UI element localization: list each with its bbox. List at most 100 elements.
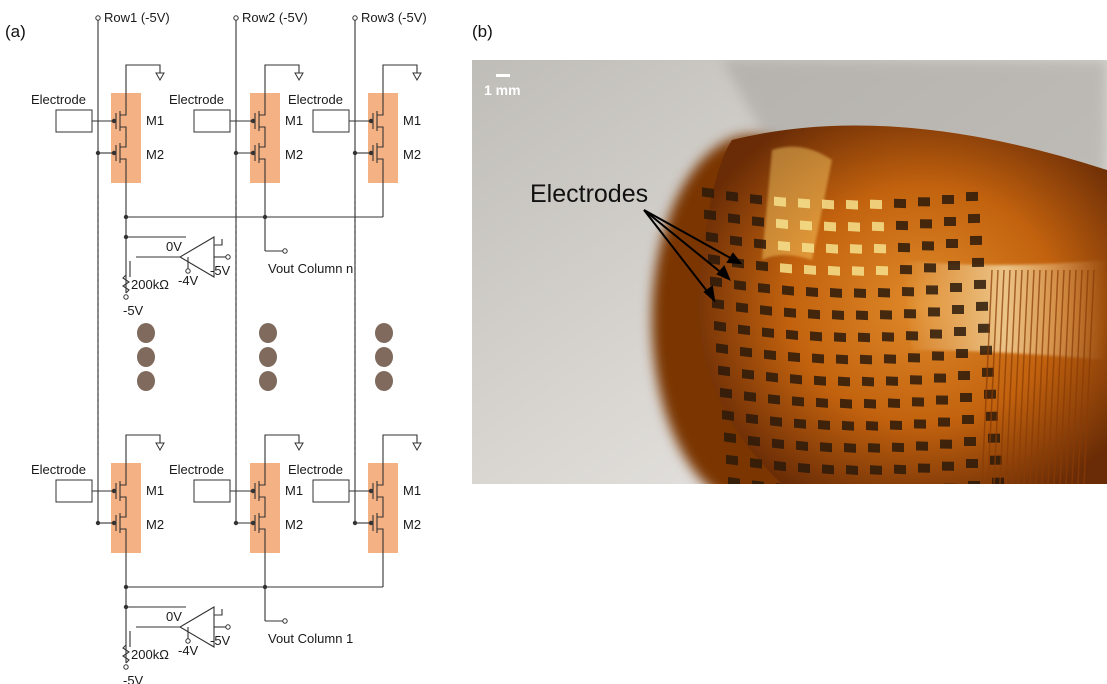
electrode-site	[868, 443, 880, 453]
wire	[122, 644, 130, 664]
continuation-dot	[375, 323, 393, 343]
electrode-site	[854, 288, 866, 299]
electrode-site	[850, 244, 862, 254]
annotation-arrows	[643, 209, 743, 303]
electrode-site	[800, 220, 812, 231]
ground-icon	[155, 72, 165, 82]
wire	[120, 528, 127, 557]
resistor-label: 200kΩ	[131, 647, 169, 662]
interconnect-trace	[1047, 269, 1059, 484]
junction-dot	[368, 118, 374, 124]
electrode-site	[898, 242, 910, 253]
interconnect-trace	[1023, 269, 1035, 484]
electrode-site	[966, 459, 978, 468]
electrode-site	[842, 420, 854, 431]
electrode-site	[916, 441, 928, 451]
terminal	[123, 664, 129, 670]
ground-icon	[294, 72, 304, 82]
electrode-site	[944, 217, 956, 226]
electrode-site	[752, 216, 764, 227]
electrode-pad	[55, 109, 93, 133]
electrode-site	[816, 397, 828, 408]
continuation-dot	[137, 323, 155, 343]
interconnect-trace	[1017, 269, 1029, 484]
electrode-site	[872, 221, 884, 232]
electrode-site	[952, 305, 964, 314]
electrode-site	[988, 433, 1000, 443]
electrode-site	[770, 416, 782, 427]
electrode-site	[918, 463, 930, 473]
amp-supply-label: -5V	[210, 633, 231, 648]
interconnect-trace	[1035, 269, 1047, 484]
interconnect-trace	[1005, 269, 1017, 484]
electrode-site	[704, 209, 716, 221]
electrode-site	[986, 411, 998, 421]
electrode-site	[930, 329, 942, 339]
continuation-dot	[259, 347, 277, 367]
electrode-site	[822, 199, 834, 210]
electrode-site	[950, 283, 962, 292]
source-supply-label: -5V	[123, 673, 144, 684]
electrode-site	[776, 218, 788, 229]
junction-dot	[111, 520, 117, 526]
electrode-array-photo: 1 mm	[472, 60, 1107, 484]
electrode-pad	[55, 479, 93, 503]
transistor-label-m1: M1	[146, 113, 164, 128]
electrode-site	[750, 458, 762, 469]
vout-label: Vout Column 1	[268, 631, 353, 646]
electrode-site	[912, 397, 924, 407]
electrode-site	[772, 438, 784, 449]
electrode-site	[906, 331, 918, 341]
electrode-site	[734, 280, 746, 291]
terminal	[282, 618, 288, 624]
ground-icon	[412, 72, 422, 82]
wire	[120, 511, 127, 518]
wire	[120, 496, 127, 511]
continuation-dot	[375, 371, 393, 391]
wire	[377, 141, 384, 148]
wire	[259, 141, 266, 148]
electrode-site	[910, 375, 922, 385]
electrode-site	[924, 263, 936, 273]
electrode-site	[852, 266, 864, 276]
junction-dot	[233, 150, 239, 156]
electrode-site	[750, 194, 762, 205]
interconnect-trace	[981, 269, 993, 484]
panel-label-b: (b)	[472, 22, 493, 41]
electrode-site	[810, 331, 822, 342]
wire	[259, 467, 266, 486]
electrode-site	[894, 198, 906, 209]
electrode-site	[708, 254, 720, 265]
wire	[120, 97, 127, 116]
electrode-site	[782, 285, 794, 296]
electrode-site	[812, 353, 824, 364]
electrode-site	[970, 235, 982, 246]
interconnect-trace	[1059, 269, 1071, 484]
wire	[259, 528, 266, 557]
electrode-site	[964, 437, 976, 446]
amp-ref-label: 0V	[166, 609, 182, 624]
wire	[377, 158, 384, 187]
wire	[214, 239, 223, 246]
electrode-pad	[312, 479, 350, 503]
electrode-site	[858, 332, 870, 343]
terminal	[225, 254, 231, 260]
terminal	[123, 294, 129, 300]
electrode-site	[728, 213, 740, 224]
electrode-site	[702, 187, 714, 199]
interconnect-trace	[999, 269, 1011, 484]
electrode-site	[922, 241, 934, 251]
wire	[259, 496, 266, 511]
electrodes-annotation: Electrodes	[530, 180, 649, 208]
ground-icon	[294, 442, 304, 452]
electrode-site	[766, 371, 778, 383]
row-label: Row1 (-5V)	[104, 10, 170, 25]
wire	[377, 496, 384, 511]
electrode-site	[954, 327, 966, 336]
electrode-site	[804, 264, 816, 275]
electrode-site	[878, 288, 890, 298]
electrode-site	[736, 302, 748, 313]
electrode-site	[848, 222, 860, 232]
electrode-site	[846, 199, 858, 210]
electrode-site	[740, 346, 752, 358]
